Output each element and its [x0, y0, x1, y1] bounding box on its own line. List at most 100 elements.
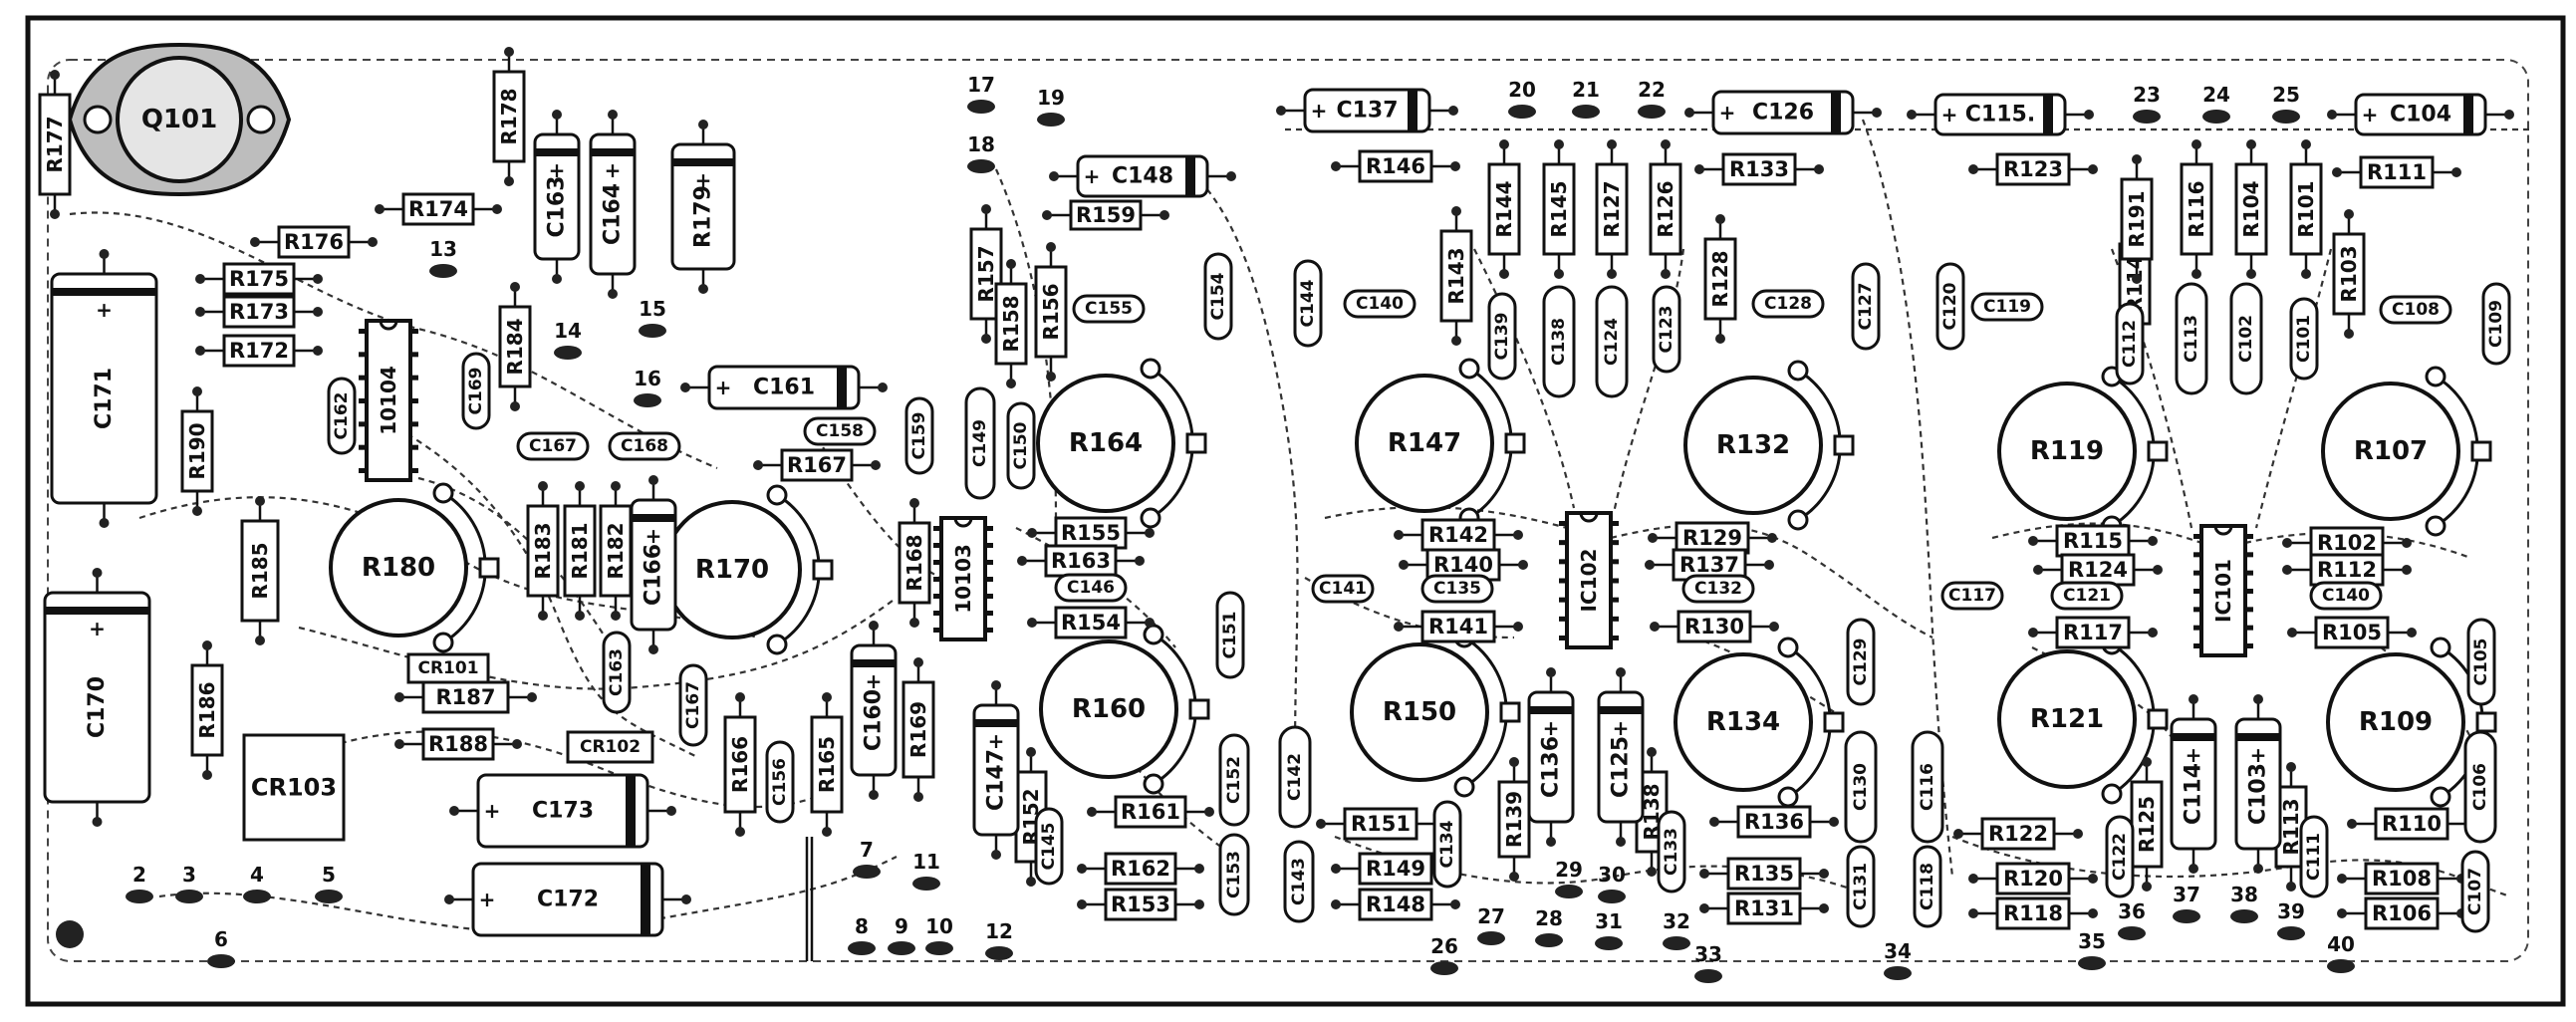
- ic-notch: [379, 320, 398, 331]
- ic-pin: [359, 375, 367, 381]
- resistor-label: R135: [1734, 862, 1794, 886]
- capacitor-body: [2354, 93, 2487, 136]
- polarity-mark: +: [715, 376, 732, 399]
- capacitor-label: C172: [537, 888, 599, 912]
- capacitor-body: [1711, 90, 1855, 135]
- resistor-r127: R127: [1595, 139, 1629, 279]
- capacitor-c113: C113: [2175, 282, 2208, 395]
- resistor-label: R146: [1366, 154, 1425, 178]
- capacitor-body: [1913, 845, 1942, 928]
- capacitor-body: [1054, 573, 1128, 603]
- capacitor-c128: C128: [1751, 289, 1825, 319]
- test-point-31: 31: [1595, 909, 1623, 950]
- ic-pin: [2193, 589, 2201, 594]
- resistor-label: R182: [604, 522, 628, 579]
- capacitor-label: C113: [2182, 315, 2201, 363]
- capacitor-label: C120: [1940, 282, 1960, 330]
- test-point-pad: [243, 890, 271, 903]
- resistor-r146: R146: [1331, 149, 1460, 183]
- solder-pad: [1661, 139, 1671, 149]
- solder-pad: [504, 47, 514, 57]
- solder-pad: [1394, 622, 1404, 632]
- test-point-34: 34: [1884, 939, 1912, 980]
- pot-r132: R132: [1683, 360, 1855, 531]
- capacitor-c149: C149: [964, 386, 996, 500]
- capacitor-body: [327, 377, 357, 455]
- capacitor-c102: C102: [2229, 282, 2263, 395]
- polarity-mark: +: [695, 168, 712, 192]
- resistor-label: R166: [728, 736, 752, 793]
- test-point-6: 6: [207, 927, 235, 968]
- capacitor-label: C146: [1067, 578, 1115, 598]
- capacitor-c119: C119: [1970, 292, 2044, 322]
- resistor-body: [492, 70, 526, 163]
- resistor-r191: R191: [2120, 154, 2154, 284]
- ic-pin: [933, 560, 941, 565]
- diode-cr102: CR102: [566, 730, 654, 764]
- capacitor-body: [533, 132, 581, 261]
- solder-pad: [313, 307, 323, 317]
- solder-pad: [1616, 837, 1626, 847]
- capacitor-c126: +C126: [1684, 90, 1882, 135]
- ic-pin: [359, 329, 367, 334]
- ic-pin: [1611, 578, 1619, 584]
- capacitor-c161: +C161: [680, 365, 888, 410]
- solder-pad: [1607, 139, 1617, 149]
- capacitor-label: C143: [1289, 858, 1309, 905]
- solder-pad: [394, 692, 404, 702]
- test-point-label: 40: [2327, 932, 2355, 956]
- capacitor-c103: +C103: [2234, 694, 2282, 874]
- test-point-pad: [554, 346, 582, 360]
- resistor-label: R111: [2367, 160, 2427, 184]
- capacitor-body: [589, 132, 637, 276]
- resistor-body: [222, 295, 296, 329]
- solder-pad: [1709, 817, 1719, 827]
- pot-wiper-pin: [1823, 711, 1845, 733]
- resistor-label: R125: [2135, 796, 2159, 853]
- polarity-band: [1185, 156, 1195, 196]
- pot-pin: [2430, 786, 2451, 808]
- resistor-label: R129: [1682, 526, 1742, 550]
- capacitor-c162: C162: [327, 377, 357, 455]
- capacitor-label: C148: [1112, 164, 1173, 189]
- capacitor-label: C107: [2465, 868, 2485, 915]
- ground-trace-outline: [47, 59, 2529, 962]
- pot-pin: [1787, 509, 1809, 531]
- solder-pad: [2028, 536, 2038, 546]
- test-point-label: 13: [429, 237, 457, 261]
- solder-pad: [1316, 819, 1326, 829]
- polarity-mark: +: [2362, 103, 2379, 127]
- polarity-band: [45, 607, 149, 615]
- capacitor-c140: C140: [2309, 581, 2383, 611]
- diode-cr103: CR103: [242, 733, 346, 842]
- solder-pad: [909, 618, 919, 628]
- capacitor-c133: C133: [1657, 810, 1686, 894]
- resistor-label: R158: [999, 295, 1023, 352]
- test-point-29: 29: [1555, 858, 1583, 898]
- solder-pad: [1499, 269, 1509, 279]
- test-point-7: 7: [853, 838, 881, 879]
- ic-pin: [2245, 570, 2253, 576]
- capacitor-body: [608, 431, 681, 461]
- capacitor-label: C171: [92, 368, 117, 429]
- solder-pad: [680, 383, 690, 392]
- resistor-r190: R190: [180, 386, 214, 516]
- ic-pin: [985, 543, 993, 548]
- pot-pin: [2425, 515, 2447, 537]
- solder-pad: [2337, 908, 2347, 918]
- capacitor-body: [1652, 285, 1681, 374]
- pot-body: [2321, 382, 2460, 521]
- solder-pad: [255, 496, 265, 506]
- test-point-3: 3: [175, 863, 203, 903]
- capacitor-body: [1076, 154, 1209, 198]
- ic-pin: [410, 444, 418, 450]
- ic-pin: [985, 526, 993, 531]
- pot-pin: [432, 482, 454, 504]
- ic-notch: [2213, 525, 2233, 536]
- resistor-label: R165: [815, 736, 839, 793]
- pot-label: R170: [695, 555, 769, 585]
- resistor-label: R131: [1734, 896, 1794, 920]
- resistor-r162: R162: [1077, 852, 1204, 886]
- polarity-mark: +: [1613, 716, 1630, 740]
